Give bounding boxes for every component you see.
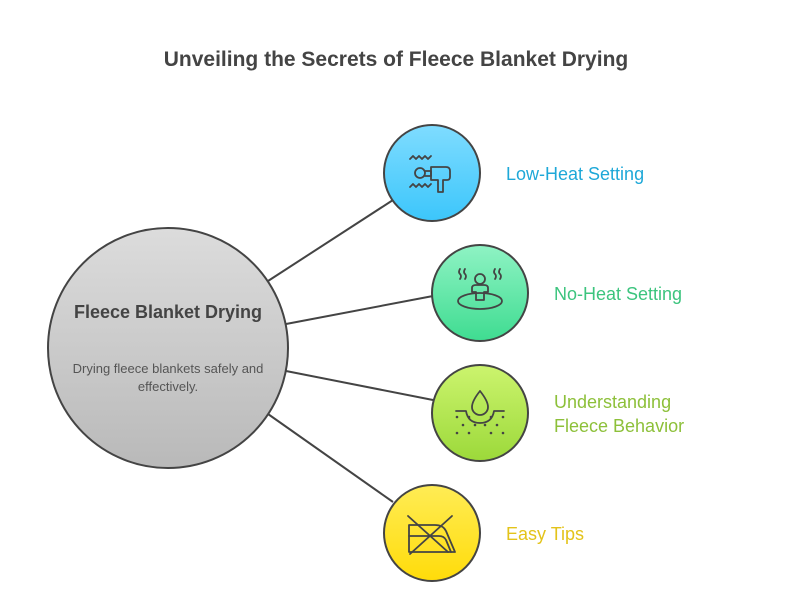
center-title: Fleece Blanket Drying [73, 302, 263, 322]
center-circle [47, 227, 289, 469]
steam-person-icon [457, 268, 503, 310]
connector [267, 199, 394, 282]
node-circle-understanding [431, 364, 529, 462]
droplet-absorb-icon [455, 390, 505, 435]
hair-dryer-icon [409, 155, 451, 193]
connector [267, 413, 394, 503]
label-easy-tips: Easy Tips [506, 524, 585, 544]
label-no-heat: No-Heat Setting [554, 284, 683, 304]
connector [285, 295, 434, 325]
no-iron-icon [407, 515, 456, 555]
label-understanding: Understanding Fleece Behavior [554, 392, 685, 436]
node-circle-low-heat [383, 124, 481, 222]
connector [285, 370, 434, 401]
label-low-heat: Low-Heat Setting [506, 164, 645, 184]
page-title: Unveiling the Secrets of Fleece Blanket … [163, 48, 629, 71]
center-description: Drying fleece blankets safely and effect… [72, 361, 264, 394]
